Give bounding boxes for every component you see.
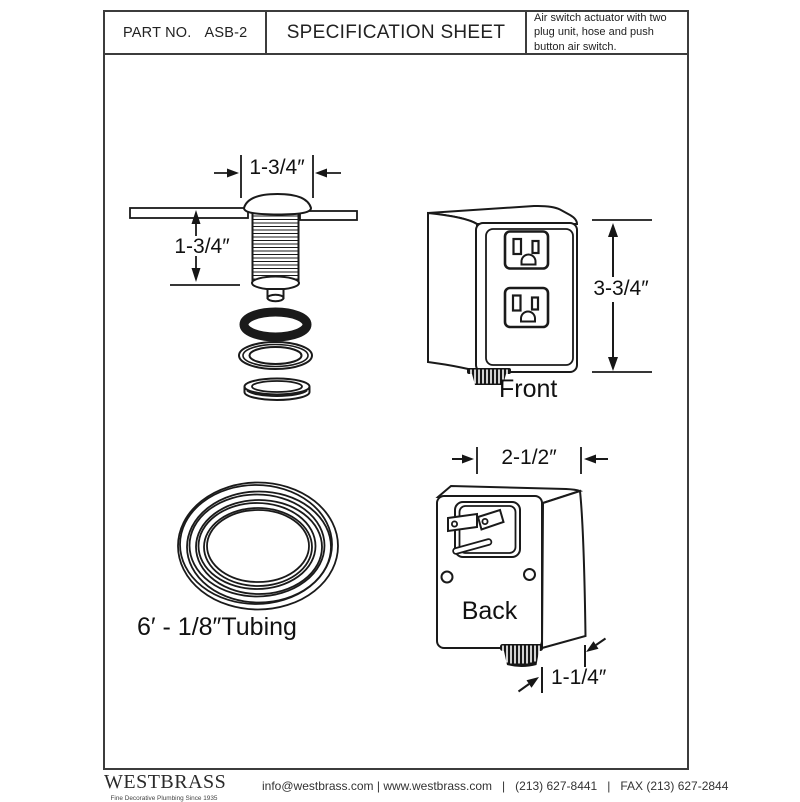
actuator-body xyxy=(242,192,313,303)
part-no-label: PART NO. xyxy=(123,24,192,41)
back-width-dim-label: 2-1/2″ xyxy=(501,446,557,469)
brand-name: WESTBRASS xyxy=(104,771,227,793)
front-height-dimension xyxy=(592,219,652,373)
front-height-dim-label: 3-3/4″ xyxy=(593,277,649,300)
back-hose-connector xyxy=(500,644,543,667)
back-view-label: Back xyxy=(461,597,518,625)
front-outlets xyxy=(503,230,550,329)
part-no-cell: PART NO. ASB-2 xyxy=(105,12,267,53)
back-depth-dim-label: 1-1/4″ xyxy=(551,666,607,689)
plug-prongs xyxy=(447,501,521,558)
front-hose-connector xyxy=(467,368,511,385)
actuator-height-dimension xyxy=(170,210,240,286)
back-screw-holes xyxy=(440,568,536,584)
sheet-description: Air switch actuator with two plug unit, … xyxy=(534,12,667,53)
brand-logo: WESTBRASS Fine Decorative Plumbing Since… xyxy=(104,771,227,802)
footer-contact: info@westbrass.com | www.westbrass.com |… xyxy=(262,779,729,793)
brand-tagline: Fine Decorative Plumbing Since 1935 xyxy=(110,795,218,802)
back-depth-dimension xyxy=(517,637,607,693)
tubing-label: 6′ - 1/8″Tubing xyxy=(137,613,297,641)
back-width-dimension xyxy=(452,447,608,474)
actuator-height-dim-label: 1-3/4″ xyxy=(174,235,230,258)
front-view-label: Front xyxy=(499,375,558,403)
seal-rings xyxy=(238,307,313,401)
sheet-header: PART NO. ASB-2 SPECIFICATION SHEET Air s… xyxy=(105,12,687,55)
sheet-title-cell: SPECIFICATION SHEET xyxy=(267,12,527,53)
front-view-box xyxy=(427,204,579,373)
actuator-width-dim-label: 1-3/4″ xyxy=(249,156,305,179)
actuator-width-dimension xyxy=(214,155,341,198)
spec-sheet: PART NO. ASB-2 SPECIFICATION SHEET Air s… xyxy=(103,10,689,770)
tubing-coil xyxy=(177,481,339,611)
countertop-section xyxy=(129,207,358,221)
sheet-title: SPECIFICATION SHEET xyxy=(286,21,506,43)
part-no-value: ASB-2 xyxy=(204,24,248,41)
